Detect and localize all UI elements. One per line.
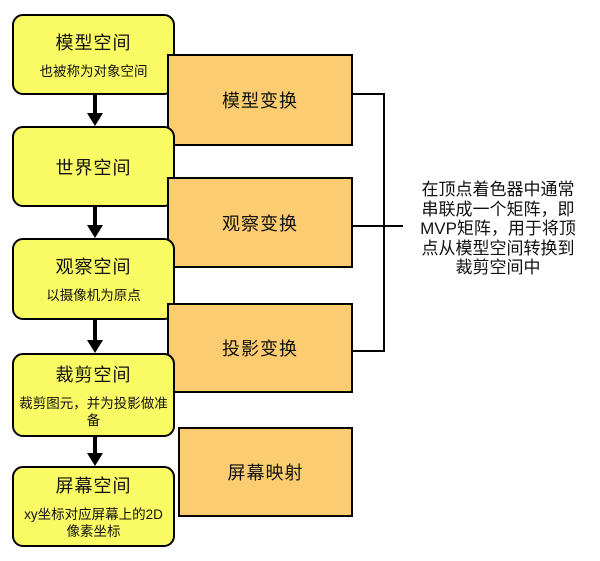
transform-label-view: 观察变换 — [222, 213, 298, 234]
down-arrow-icon — [87, 453, 103, 466]
space-title-view: 观察空间 — [55, 257, 132, 278]
arrow-shaft — [93, 437, 97, 453]
mvp-bracket-vertical-line — [383, 93, 385, 352]
arrow-shaft — [93, 95, 97, 113]
mvp-annotation-text: 在顶点着色器中通常 串联成一个矩阵，即 MVP矩阵，用于将顶 点从模型空间转换到… — [398, 180, 598, 278]
space-title-clip: 裁剪空间 — [55, 364, 132, 385]
down-arrow-icon — [87, 113, 103, 126]
annotation-line: MVP矩阵，用于将顶 — [420, 219, 576, 238]
space-box-view: 观察空间 以摄像机为原点 — [12, 238, 175, 320]
transform-box-model: 模型变换 — [167, 54, 353, 146]
space-subtitle-model: 也被称为对象空间 — [39, 63, 148, 79]
space-box-screen: 屏幕空间 xy坐标对应屏幕上的2D像素坐标 — [12, 466, 175, 547]
arrow-clip-to-screen — [85, 437, 105, 466]
mvp-bracket-stub-bottom — [353, 350, 385, 352]
transform-box-screen-mapping: 屏幕映射 — [178, 427, 353, 517]
down-arrow-icon — [87, 340, 103, 353]
arrow-view-to-clip — [85, 320, 105, 353]
annotation-line: 在顶点着色器中通常 — [421, 180, 575, 199]
space-title-model: 模型空间 — [55, 32, 132, 53]
space-subtitle-screen: xy坐标对应屏幕上的2D像素坐标 — [24, 507, 163, 539]
space-box-model: 模型空间 也被称为对象空间 — [12, 14, 175, 95]
arrow-model-to-world — [85, 95, 105, 126]
arrow-shaft — [93, 320, 97, 340]
annotation-line: 串联成一个矩阵，即 — [421, 199, 575, 219]
down-arrow-icon — [87, 225, 103, 238]
space-title-world: 世界空间 — [55, 157, 132, 178]
annotation-line: 点从模型空间转换到 — [421, 238, 575, 258]
space-subtitle-view: 以摄像机为原点 — [46, 288, 141, 304]
transform-label-model: 模型变换 — [222, 91, 298, 111]
arrow-shaft — [93, 207, 97, 225]
arrow-world-to-view — [85, 207, 105, 238]
space-box-clip: 裁剪空间 裁剪图元，并为投影做准备 — [12, 353, 175, 437]
space-box-world: 世界空间 — [12, 126, 175, 207]
annotation-line: 裁剪空间中 — [455, 258, 541, 277]
transform-label-projection: 投影变换 — [222, 339, 298, 359]
transform-label-screen-mapping: 屏幕映射 — [227, 463, 304, 483]
mvp-bracket-tick-to-text — [353, 225, 403, 227]
transform-box-view: 观察变换 — [167, 177, 353, 268]
space-title-screen: 屏幕空间 — [55, 476, 132, 497]
space-subtitle-clip: 裁剪图元，并为投影做准备 — [19, 395, 168, 428]
transform-box-projection: 投影变换 — [167, 303, 353, 393]
mvp-bracket-stub-top — [353, 93, 385, 95]
